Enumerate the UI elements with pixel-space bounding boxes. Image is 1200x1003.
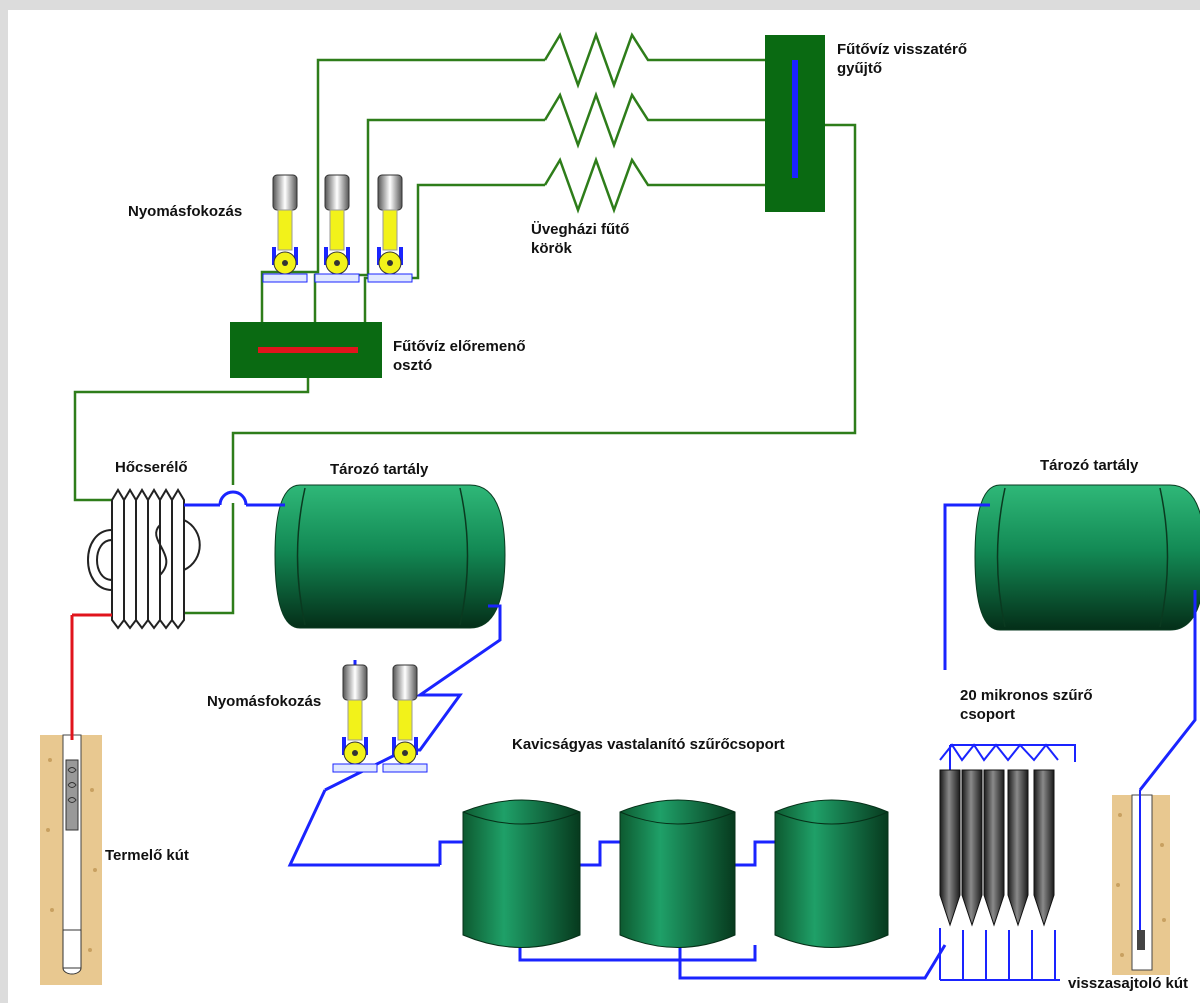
label-pressure-boost-bottom: Nyomásfokozás [207,693,322,710]
filter-cartridge-icon [961,769,983,927]
pump-icon [382,664,428,773]
pump-icon [314,174,360,283]
label-pressure-boost-top: Nyomásfokozás [128,203,243,220]
filter-cartridge-icon [939,769,961,927]
label-heat-exchanger: Hőcserélő [115,459,188,476]
production-well [40,613,112,985]
label-filter-group: 20 mikronos szűrő csoport [960,687,1093,723]
heat-exchanger-icon [87,488,201,630]
filter-vessel-icon [619,799,736,948]
supply-distributor [230,322,382,378]
label-injection-well: visszasajtoló kút [1068,975,1189,992]
label-gravel-filter-group: Kavicságyas vastalanító szűrőcsoport [512,736,785,753]
label-greenhouse-circuits: Üvegházi fűtő körök [531,221,630,257]
tank-icon [274,484,506,629]
pump-icon [367,174,413,283]
label-storage-tank-left: Tározó tartály [330,461,429,478]
injection-well [1112,790,1170,975]
pump-icon [332,664,378,773]
filter-vessel-icon [774,799,889,948]
label-production-well: Termelő kút [105,847,189,864]
tank-icon [974,484,1200,631]
label-return-collector: Fűtővíz visszatérő gyűjtő [837,41,968,77]
filter-cartridge-icon [983,769,1005,927]
pump-icon [262,174,308,283]
gravel-filter-vessels [462,799,889,948]
label-supply-distributor: Fűtővíz előremenő osztó [393,338,526,374]
filter-cartridge-icon [1033,769,1055,927]
return-collector [765,35,825,212]
pump-group-top [260,174,413,322]
filter-vessel-icon [462,799,581,948]
pump-group-bottom [332,664,428,773]
micron-filter-group [939,743,1076,981]
label-storage-tank-right: Tározó tartály [1040,457,1139,474]
filter-cartridge-icon [1007,769,1029,927]
